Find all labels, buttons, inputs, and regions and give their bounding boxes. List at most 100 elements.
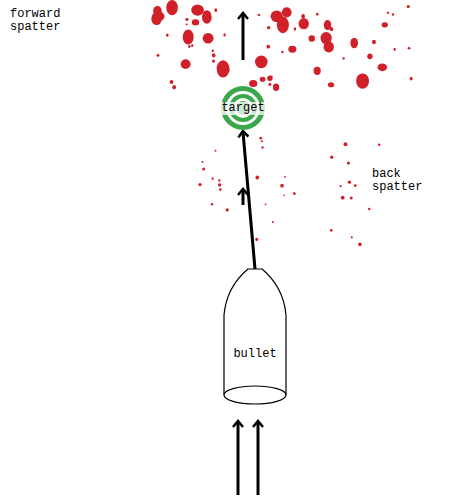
spatter-drop	[281, 51, 283, 54]
target-circle: target	[218, 86, 268, 130]
spatter-drop	[382, 22, 388, 27]
spatter-drop	[218, 183, 221, 186]
spatter-drop	[214, 8, 217, 12]
spatter-drop	[341, 196, 345, 200]
spatter-drop	[348, 181, 351, 184]
spatter-drop	[153, 12, 165, 22]
spatter-drop	[174, 5, 177, 7]
spatter-drop	[282, 7, 292, 17]
spatter-drop	[324, 20, 331, 30]
spatter-drop	[192, 19, 200, 25]
spatter-drop	[265, 203, 267, 205]
motion-arrow	[242, 190, 245, 205]
node-label: target	[220, 102, 265, 115]
spatter-drop	[358, 243, 362, 247]
spatter-drop	[259, 137, 262, 140]
spatter-drop	[392, 13, 394, 16]
spatter-drop	[260, 77, 266, 82]
spatter-drop	[157, 54, 160, 57]
spatter-drop	[314, 67, 321, 75]
trajectory-arrow	[243, 132, 255, 269]
spatter-drop	[198, 183, 201, 186]
spatter-drop	[378, 144, 380, 146]
spatter-drop	[394, 48, 396, 51]
motion-arrow	[242, 14, 245, 60]
blood-spatter	[151, 0, 412, 246]
spatter-drop	[218, 179, 220, 181]
spatter-drop	[166, 0, 178, 15]
spatter-drop	[166, 34, 169, 37]
spatter-drop	[217, 60, 230, 77]
spatter-drop	[202, 168, 205, 171]
spatter-drop	[266, 45, 270, 49]
spatter-drop	[350, 197, 353, 200]
spatter-drop	[226, 208, 229, 211]
spatter-drop	[212, 178, 214, 180]
spatter-drop	[350, 38, 358, 48]
spatter-drop	[261, 140, 263, 142]
spatter-drop	[188, 45, 191, 48]
spatter-drop	[410, 77, 413, 81]
spatter-drop	[183, 30, 194, 45]
spatter-drop	[219, 188, 222, 191]
spatter-drop	[328, 82, 334, 87]
spatter-drop	[181, 59, 191, 69]
spatter-drop	[368, 208, 370, 210]
spatter-drop	[212, 49, 214, 52]
spatter-drop	[299, 18, 309, 29]
spatter-drop	[408, 47, 411, 50]
spatter-drop	[378, 63, 387, 71]
spatter-drop	[203, 33, 214, 43]
spatter-drop	[270, 75, 272, 78]
spatter-drop	[172, 85, 176, 89]
spatter-drop	[367, 53, 372, 59]
spatter-drop	[255, 56, 268, 69]
spatter-drop	[202, 161, 204, 163]
spatter-drop	[215, 150, 217, 152]
spatter-drop	[293, 192, 296, 195]
bullet-shape: bullet	[222, 265, 288, 405]
spatter-drop	[273, 83, 279, 91]
push-arrow	[237, 422, 240, 495]
spatter-drop	[354, 184, 357, 187]
spatter-drop	[267, 76, 272, 82]
spatter-drop	[170, 80, 174, 84]
spatter-drop	[351, 236, 353, 238]
spatter-drop	[255, 176, 259, 180]
spatter-drop	[269, 83, 272, 86]
spatter-drop	[356, 73, 369, 88]
spatter-drop	[185, 18, 188, 21]
spatter-drop	[387, 12, 389, 14]
spatter-drop	[186, 23, 188, 25]
spatter-drop	[288, 46, 296, 53]
spatter-drop	[309, 35, 315, 41]
spatter-drop	[223, 33, 225, 36]
spatter-drop	[283, 195, 285, 197]
spatter-drop	[407, 5, 410, 8]
bullet-outline	[222, 265, 288, 405]
spatter-drop	[202, 10, 212, 23]
annotation-label: forward spatter	[10, 8, 74, 34]
spatter-drop	[316, 13, 319, 16]
spatter-drop	[280, 184, 284, 188]
spatter-drop	[342, 57, 345, 59]
spatter-drop	[372, 40, 376, 44]
spatter-drop	[301, 14, 305, 19]
spatter-drop	[267, 26, 270, 29]
spatter-drop	[257, 14, 260, 16]
spatter-drop	[347, 162, 350, 165]
spatter-drop	[261, 146, 263, 148]
spatter-drop	[211, 203, 213, 205]
spatter-drop	[255, 238, 258, 241]
spatter-drop	[330, 155, 333, 158]
spatter-drop	[330, 229, 333, 232]
spatter-drop	[320, 32, 331, 44]
spatter-drop	[272, 221, 274, 223]
spatter-drop	[191, 44, 193, 47]
annotation-label: back spatter	[372, 168, 432, 194]
push-arrow	[257, 422, 260, 495]
spatter-drop	[277, 17, 289, 34]
spatter-drop	[249, 80, 257, 87]
